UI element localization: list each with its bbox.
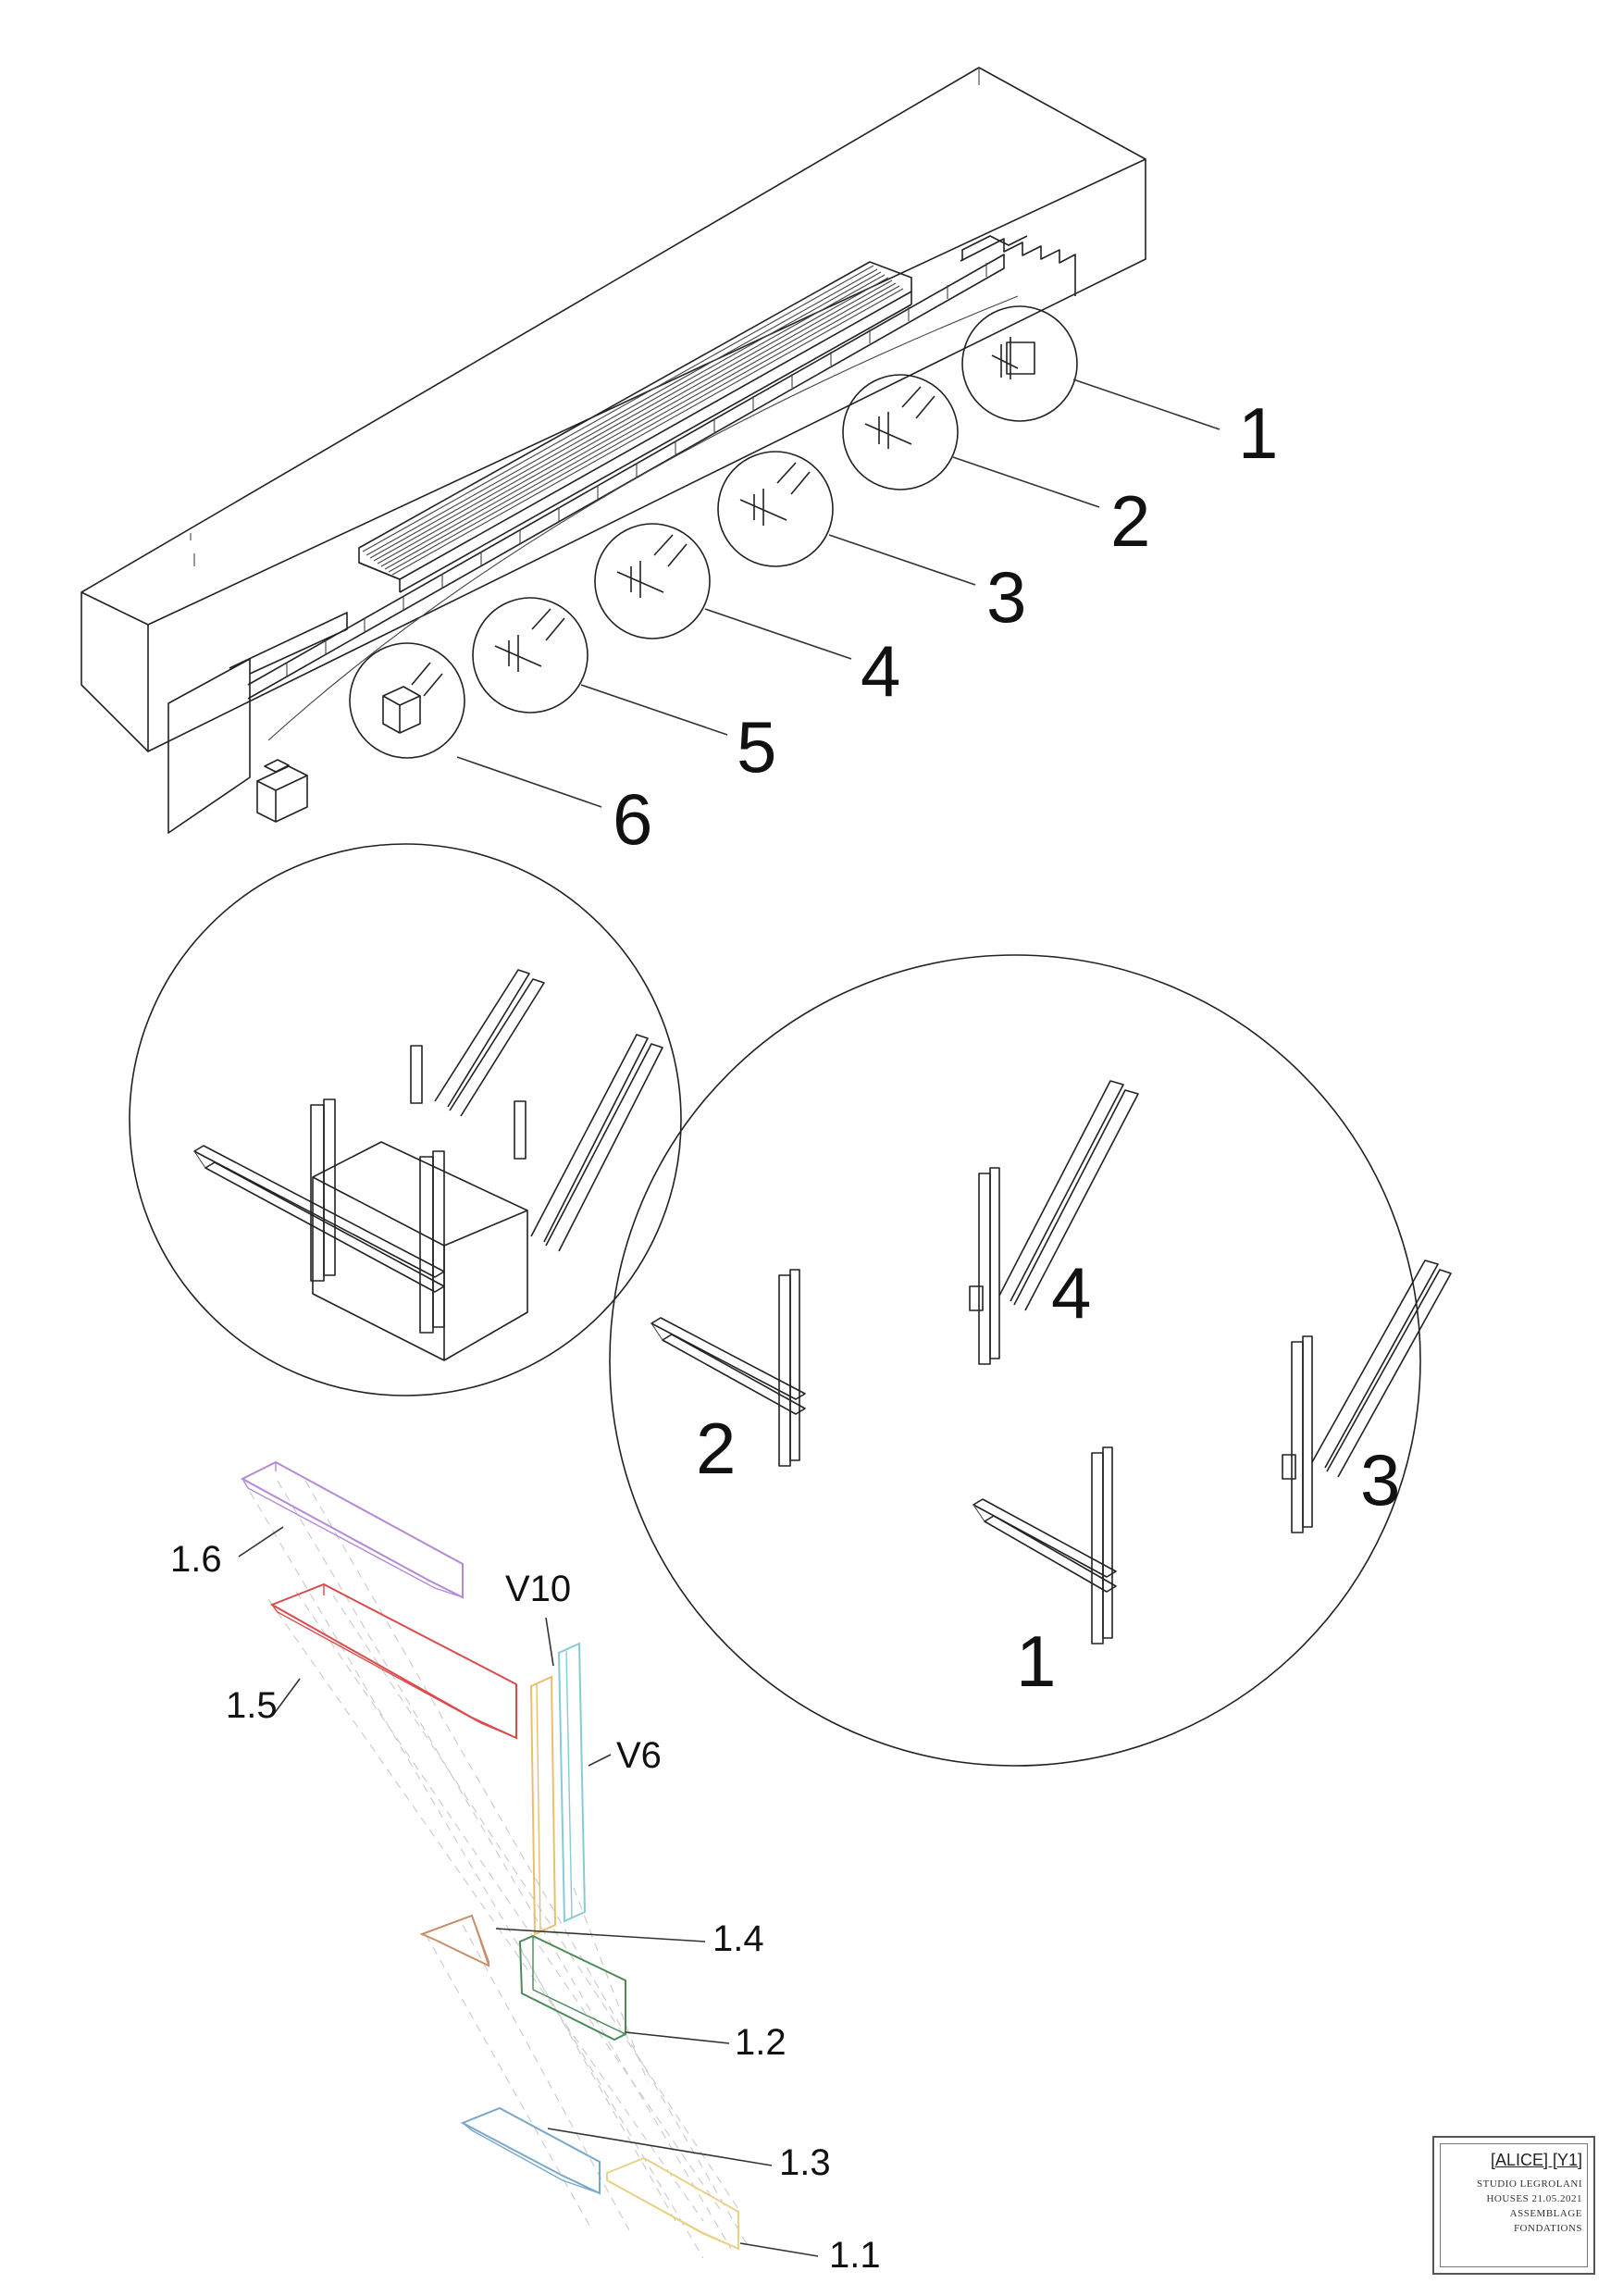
part-label-1.3: 1.3 xyxy=(779,2142,831,2183)
piece-1 xyxy=(973,1446,1117,1644)
title-block-studio: STUDIO LEGROLANI xyxy=(1476,2178,1582,2190)
detail-circle-2 xyxy=(842,374,959,490)
part-label-1.5: 1.5 xyxy=(226,1685,278,1726)
front-arch xyxy=(267,295,1019,741)
building-slab-top-edge xyxy=(81,158,1146,626)
piece-callout-2: 2 xyxy=(696,1408,736,1489)
wooden-deck xyxy=(358,261,912,593)
detail-circle-4 xyxy=(594,523,711,639)
title-block-project-date: HOUSES 21.05.2021 xyxy=(1486,2193,1582,2204)
exploded-parts: 1.6 V10 1.5 V6 1.4 1.2 1.3 1.1 xyxy=(170,1460,881,2276)
part-V10 xyxy=(529,1675,557,1936)
brace xyxy=(434,969,530,1108)
projection-lines xyxy=(249,1480,750,2259)
stair-element xyxy=(960,238,1076,296)
post xyxy=(432,1150,445,1328)
piece-2 xyxy=(650,1269,806,1467)
part-label-1.1: 1.1 xyxy=(829,2235,881,2276)
piece-callout-3: 3 xyxy=(1360,1439,1400,1520)
stair-top xyxy=(961,235,1028,261)
part-1.1 xyxy=(606,2156,739,2251)
beam xyxy=(204,1161,445,1293)
part-1.4 xyxy=(419,1914,489,1967)
piece-4 xyxy=(969,1080,1139,1365)
overview-leaders xyxy=(456,379,1220,808)
post xyxy=(419,1156,434,1334)
part-1.5 xyxy=(269,1582,517,1740)
detail-circle-6 xyxy=(349,642,465,759)
part-label-1.6: 1.6 xyxy=(170,1539,222,1580)
brace xyxy=(449,978,545,1117)
beam xyxy=(193,1145,445,1278)
post xyxy=(514,1100,527,1160)
post xyxy=(323,1098,336,1276)
detail-circle-5 xyxy=(472,597,588,714)
callout-6: 6 xyxy=(613,778,652,860)
callout-2: 2 xyxy=(1110,480,1150,562)
callout-3: 3 xyxy=(986,556,1026,638)
enlargement-circle-left xyxy=(129,843,682,1396)
part-V6 xyxy=(557,1642,587,1923)
part-1.3 xyxy=(460,2106,601,2195)
part-label-1.4: 1.4 xyxy=(712,1918,764,1959)
part-1.2 xyxy=(518,1934,626,2042)
title-block-inner-frame xyxy=(1440,2143,1588,2267)
callout-4: 4 xyxy=(861,630,900,712)
title-block-title: [ALICE] [Y1] xyxy=(1490,2151,1582,2169)
piece-callout-1: 1 xyxy=(1016,1620,1056,1702)
part-label-V10: V10 xyxy=(505,1569,571,1609)
piece-callout-4: 4 xyxy=(1051,1252,1091,1334)
enlargement-circle-right xyxy=(609,954,1421,1767)
title-block: [ALICE] [Y1] STUDIO LEGROLANI HOUSES 21.… xyxy=(1432,2136,1595,2275)
piece-3 xyxy=(1282,1260,1452,1533)
title-block-subject: FONDATIONS xyxy=(1513,2223,1582,2234)
overview-building: 1 2 3 4 5 6 xyxy=(81,67,1278,860)
callout-1: 1 xyxy=(1238,392,1278,474)
callout-5: 5 xyxy=(737,706,776,788)
end-wall-cap xyxy=(229,612,348,675)
part-1.6 xyxy=(240,1460,464,1599)
left-box xyxy=(256,759,308,823)
end-wall xyxy=(167,658,251,834)
brace xyxy=(530,1034,649,1243)
detail-circle-1 xyxy=(961,305,1078,422)
title-block-sheet: ASSEMBLAGE xyxy=(1509,2208,1582,2219)
post xyxy=(410,1045,423,1104)
circle-glyphs xyxy=(382,337,1035,734)
detail-circle-3 xyxy=(717,451,834,567)
concrete-block xyxy=(312,1141,528,1361)
part-label-1.2: 1.2 xyxy=(735,2022,787,2063)
edge-beam-segments xyxy=(286,263,987,676)
part-leaders xyxy=(238,1526,819,2257)
part-label-V6: V6 xyxy=(616,1735,662,1776)
brace xyxy=(545,1043,663,1252)
detail-enlargement-right: 4 2 3 1 xyxy=(609,954,1452,1767)
detail-enlargement-left xyxy=(129,843,682,1396)
